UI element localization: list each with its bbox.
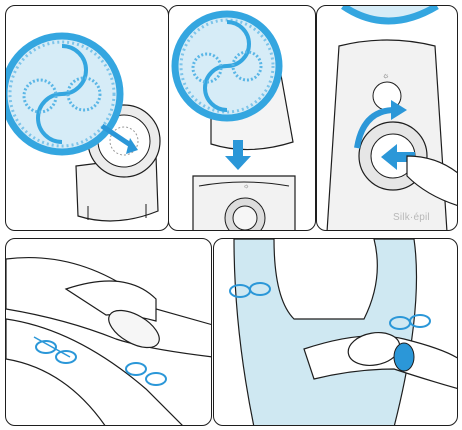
svg-text:☼: ☼: [243, 183, 249, 190]
panel-body-use: [213, 238, 458, 426]
switch-on-icon: ☼: [317, 6, 458, 231]
panel-remove-head: ☼: [168, 5, 316, 231]
brush-head-attach-icon: [6, 6, 169, 231]
brand-label: Silk·épil: [393, 212, 430, 223]
arm-chest-exfoliation-icon: [214, 239, 458, 426]
panel-attach-head: [5, 5, 169, 231]
panel-switch-on: ☼ Silk·épil: [316, 5, 458, 231]
brush-head-remove-icon: ☼: [169, 6, 316, 231]
leg-exfoliation-icon: [6, 239, 212, 426]
svg-text:☼: ☼: [382, 71, 389, 80]
panel-leg-use: [5, 238, 212, 426]
